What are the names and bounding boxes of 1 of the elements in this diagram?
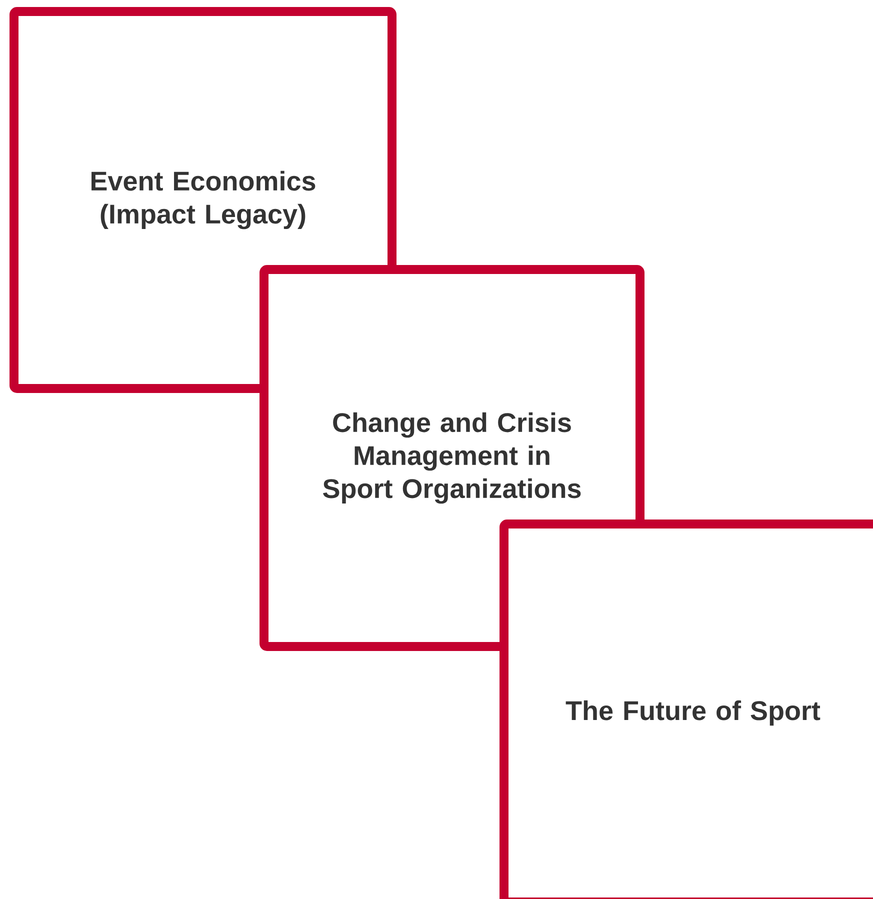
text-box: The Future of Sport [500,520,873,899]
